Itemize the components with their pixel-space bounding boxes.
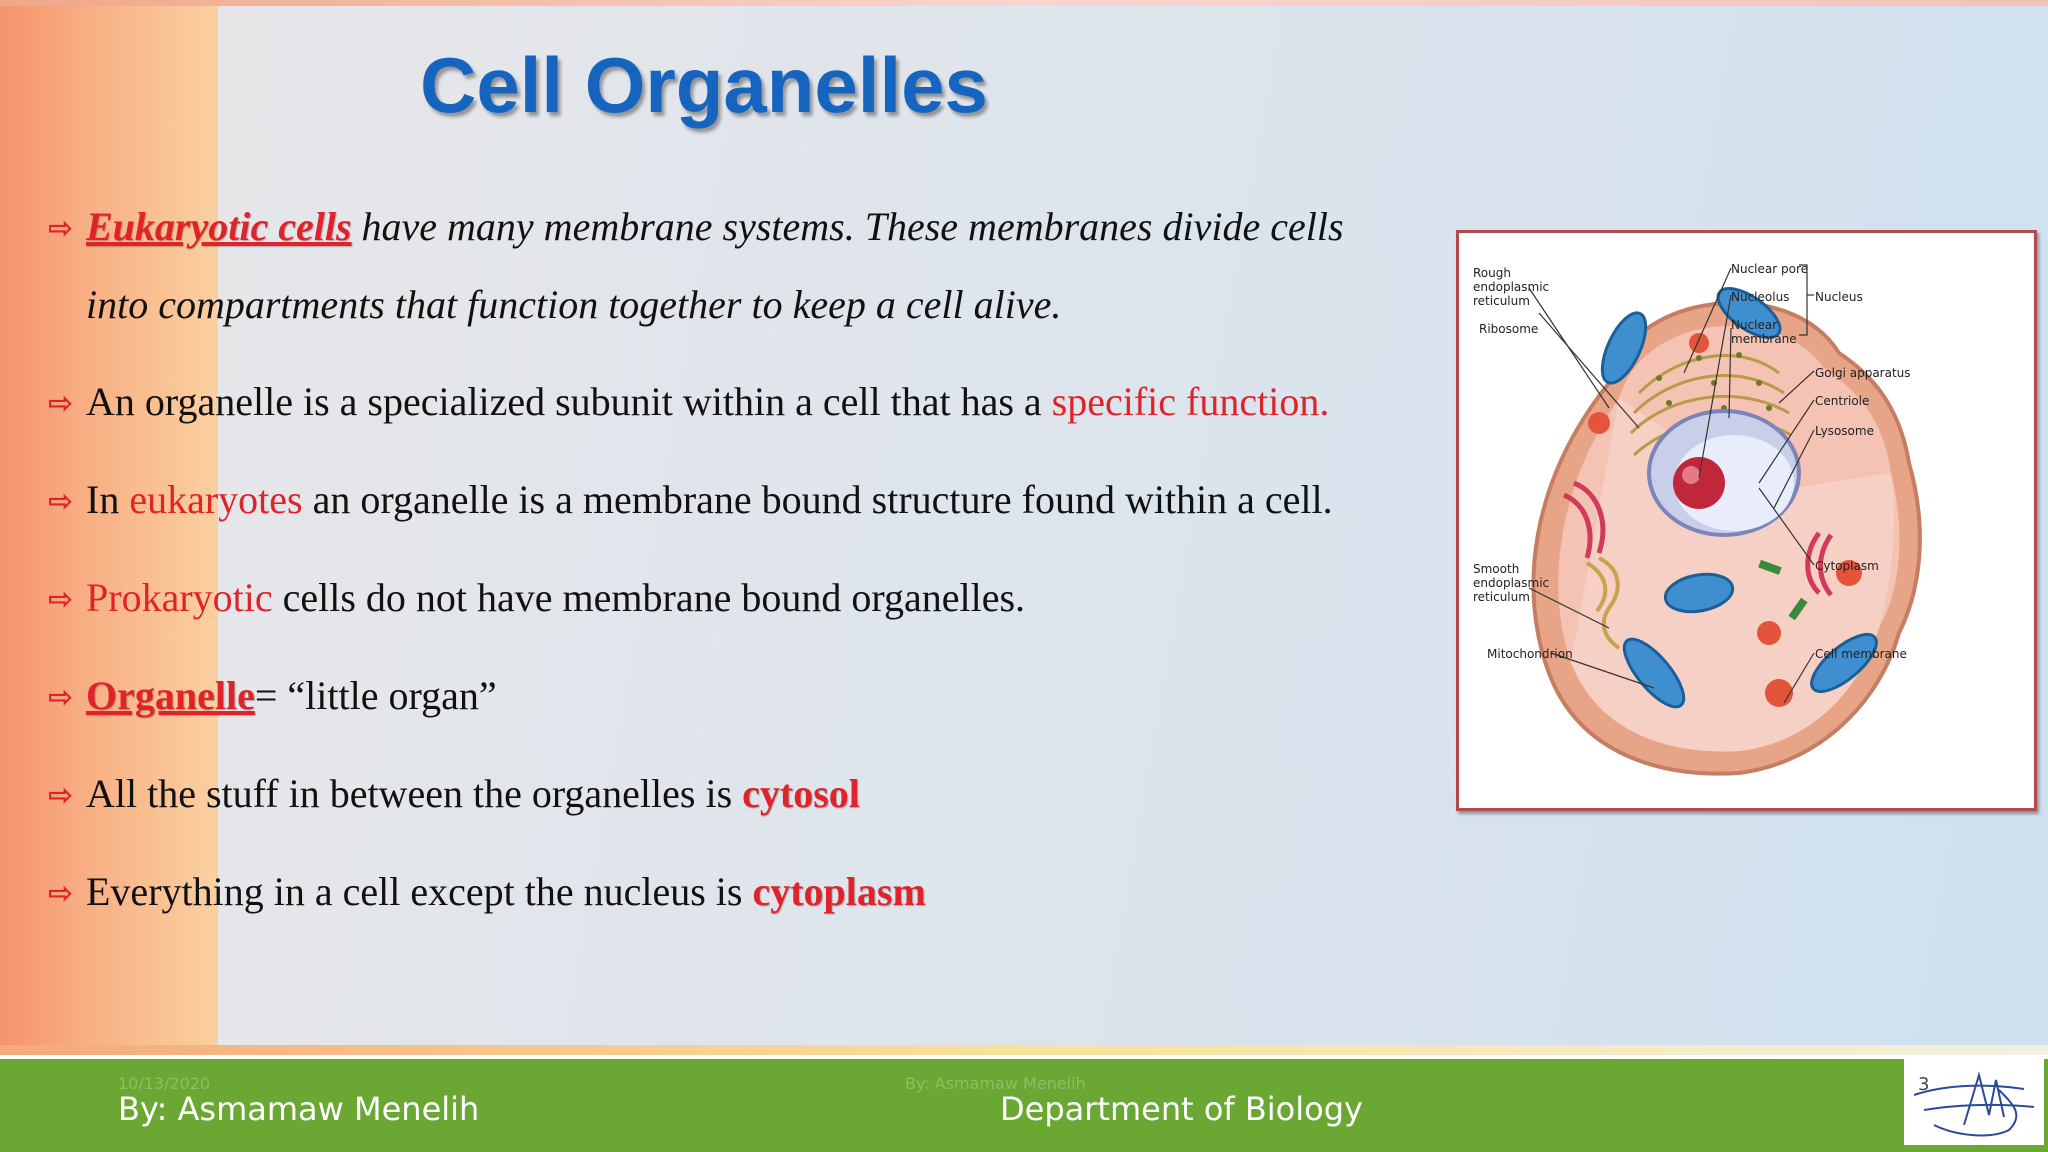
cell-illustration: Rough endoplasmic reticulum Ribosome Nuc… — [1473, 262, 1922, 776]
label-rough-er: reticulum — [1473, 294, 1530, 308]
bullet-continuation: into compartments that function together… — [86, 282, 1062, 327]
footer-department: Department of Biology — [1000, 1090, 1363, 1128]
bullet-eukaryotic: ⇨ Eukaryotic cells have many membrane sys… — [48, 203, 1344, 250]
bullet-text: an organelle is a membrane bound structu… — [302, 477, 1333, 522]
label-ribosome: Ribosome — [1479, 322, 1538, 336]
bullet-text: In — [86, 477, 130, 522]
label-nuclear-membrane: Nuclear — [1731, 318, 1777, 332]
signature-icon — [1913, 1071, 2035, 1137]
bullet-text: have many membrane systems. These membra… — [351, 204, 1344, 249]
footer-date: 10/13/2020 — [118, 1074, 211, 1093]
label-nuclear-membrane: membrane — [1731, 332, 1797, 346]
bullet-highlight: Prokaryotic — [86, 575, 273, 620]
bullet-text: cells do not have membrane bound organel… — [272, 575, 1026, 620]
label-centriole: Centriole — [1815, 394, 1869, 408]
arrow-bullet-icon: ⇨ — [48, 484, 74, 519]
bullet-organelle-definition: ⇨ An organelle is a specialized subunit w… — [48, 378, 1329, 425]
bullet-eukaryotes: ⇨ In eukaryotes an organelle is a membran… — [48, 476, 1333, 523]
label-smooth-er: Smooth — [1473, 562, 1519, 576]
left-accent-band — [0, 0, 218, 1045]
bullet-prokaryotic: ⇨ Prokaryotic cells do not have membrane … — [48, 574, 1025, 621]
bullet-text: An organelle is a specialized subunit wi… — [86, 379, 1052, 424]
arrow-bullet-icon: ⇨ — [48, 211, 74, 246]
slide-title: Cell Organelles — [420, 41, 988, 129]
bullet-highlight: specific function. — [1051, 379, 1330, 424]
animal-cell-diagram: Rough endoplasmic reticulum Ribosome Nuc… — [1456, 230, 2037, 811]
bullet-little-organ: ⇨ Organelle= “little organ” — [48, 672, 497, 719]
label-nuclear-pore: Nuclear pore — [1731, 262, 1808, 276]
label-smooth-er: reticulum — [1473, 590, 1530, 604]
top-accent-line — [0, 0, 2048, 6]
footer-bar — [0, 1055, 2048, 1152]
footer-author-small: By: Asmamaw Menelih — [905, 1074, 1086, 1093]
bullet-cytosol: ⇨ All the stuff in between the organelles… — [48, 770, 860, 817]
label-nucleolus: Nucleolus — [1731, 290, 1789, 304]
page-number: 3 — [1918, 1074, 1930, 1095]
arrow-bullet-icon: ⇨ — [48, 778, 74, 813]
label-golgi: Golgi apparatus — [1815, 366, 1911, 380]
label-cytoplasm: Cytoplasm — [1815, 559, 1879, 573]
arrow-bullet-icon: ⇨ — [48, 680, 74, 715]
label-nucleus: Nucleus — [1815, 290, 1863, 304]
arrow-bullet-icon: ⇨ — [48, 582, 74, 617]
label-lysosome: Lysosome — [1815, 424, 1874, 438]
signature-logo — [1904, 1055, 2044, 1145]
arrow-bullet-icon: ⇨ — [48, 386, 74, 421]
bullet-term: Eukaryotic cells — [86, 204, 352, 249]
bullet-highlight: cytosol — [742, 771, 860, 816]
bullet-text: All the stuff in between the organelles … — [86, 771, 743, 816]
label-smooth-er: endoplasmic — [1473, 576, 1549, 590]
bullet-text: Everything in a cell except the nucleus … — [86, 869, 753, 914]
label-cell-membrane: Cell membrane — [1815, 647, 1907, 661]
label-mitochondrion: Mitochondrion — [1487, 647, 1573, 661]
label-rough-er: Rough — [1473, 266, 1511, 280]
bullet-text: = “little organ” — [254, 673, 497, 718]
bullet-term: Organelle — [86, 673, 255, 718]
arrow-bullet-icon: ⇨ — [48, 876, 74, 911]
label-rough-er: endoplasmic — [1473, 280, 1549, 294]
bullet-highlight: eukaryotes — [129, 477, 303, 522]
bullet-highlight: cytoplasm — [752, 869, 926, 914]
footer-author: By: Asmamaw Menelih — [118, 1090, 480, 1128]
bullet-cytoplasm: ⇨ Everything in a cell except the nucleus… — [48, 868, 926, 915]
